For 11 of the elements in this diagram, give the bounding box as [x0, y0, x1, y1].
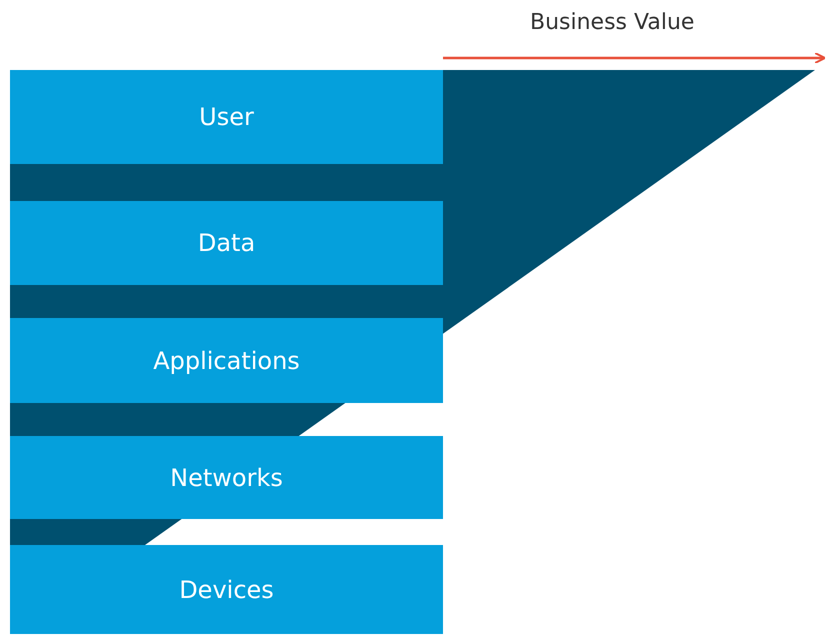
layer-bar: [10, 70, 443, 164]
layer-label: Data: [198, 229, 256, 257]
layer-label: User: [199, 103, 254, 131]
layer-bar: [10, 201, 443, 285]
layer-label: Devices: [179, 576, 274, 604]
axis-label: Business Value: [530, 10, 694, 35]
layer-label: Applications: [153, 346, 300, 374]
layer-bar: [10, 318, 443, 403]
layer-bar: [10, 436, 443, 519]
layer-bar: [10, 545, 443, 634]
layer-label: Networks: [170, 464, 283, 492]
